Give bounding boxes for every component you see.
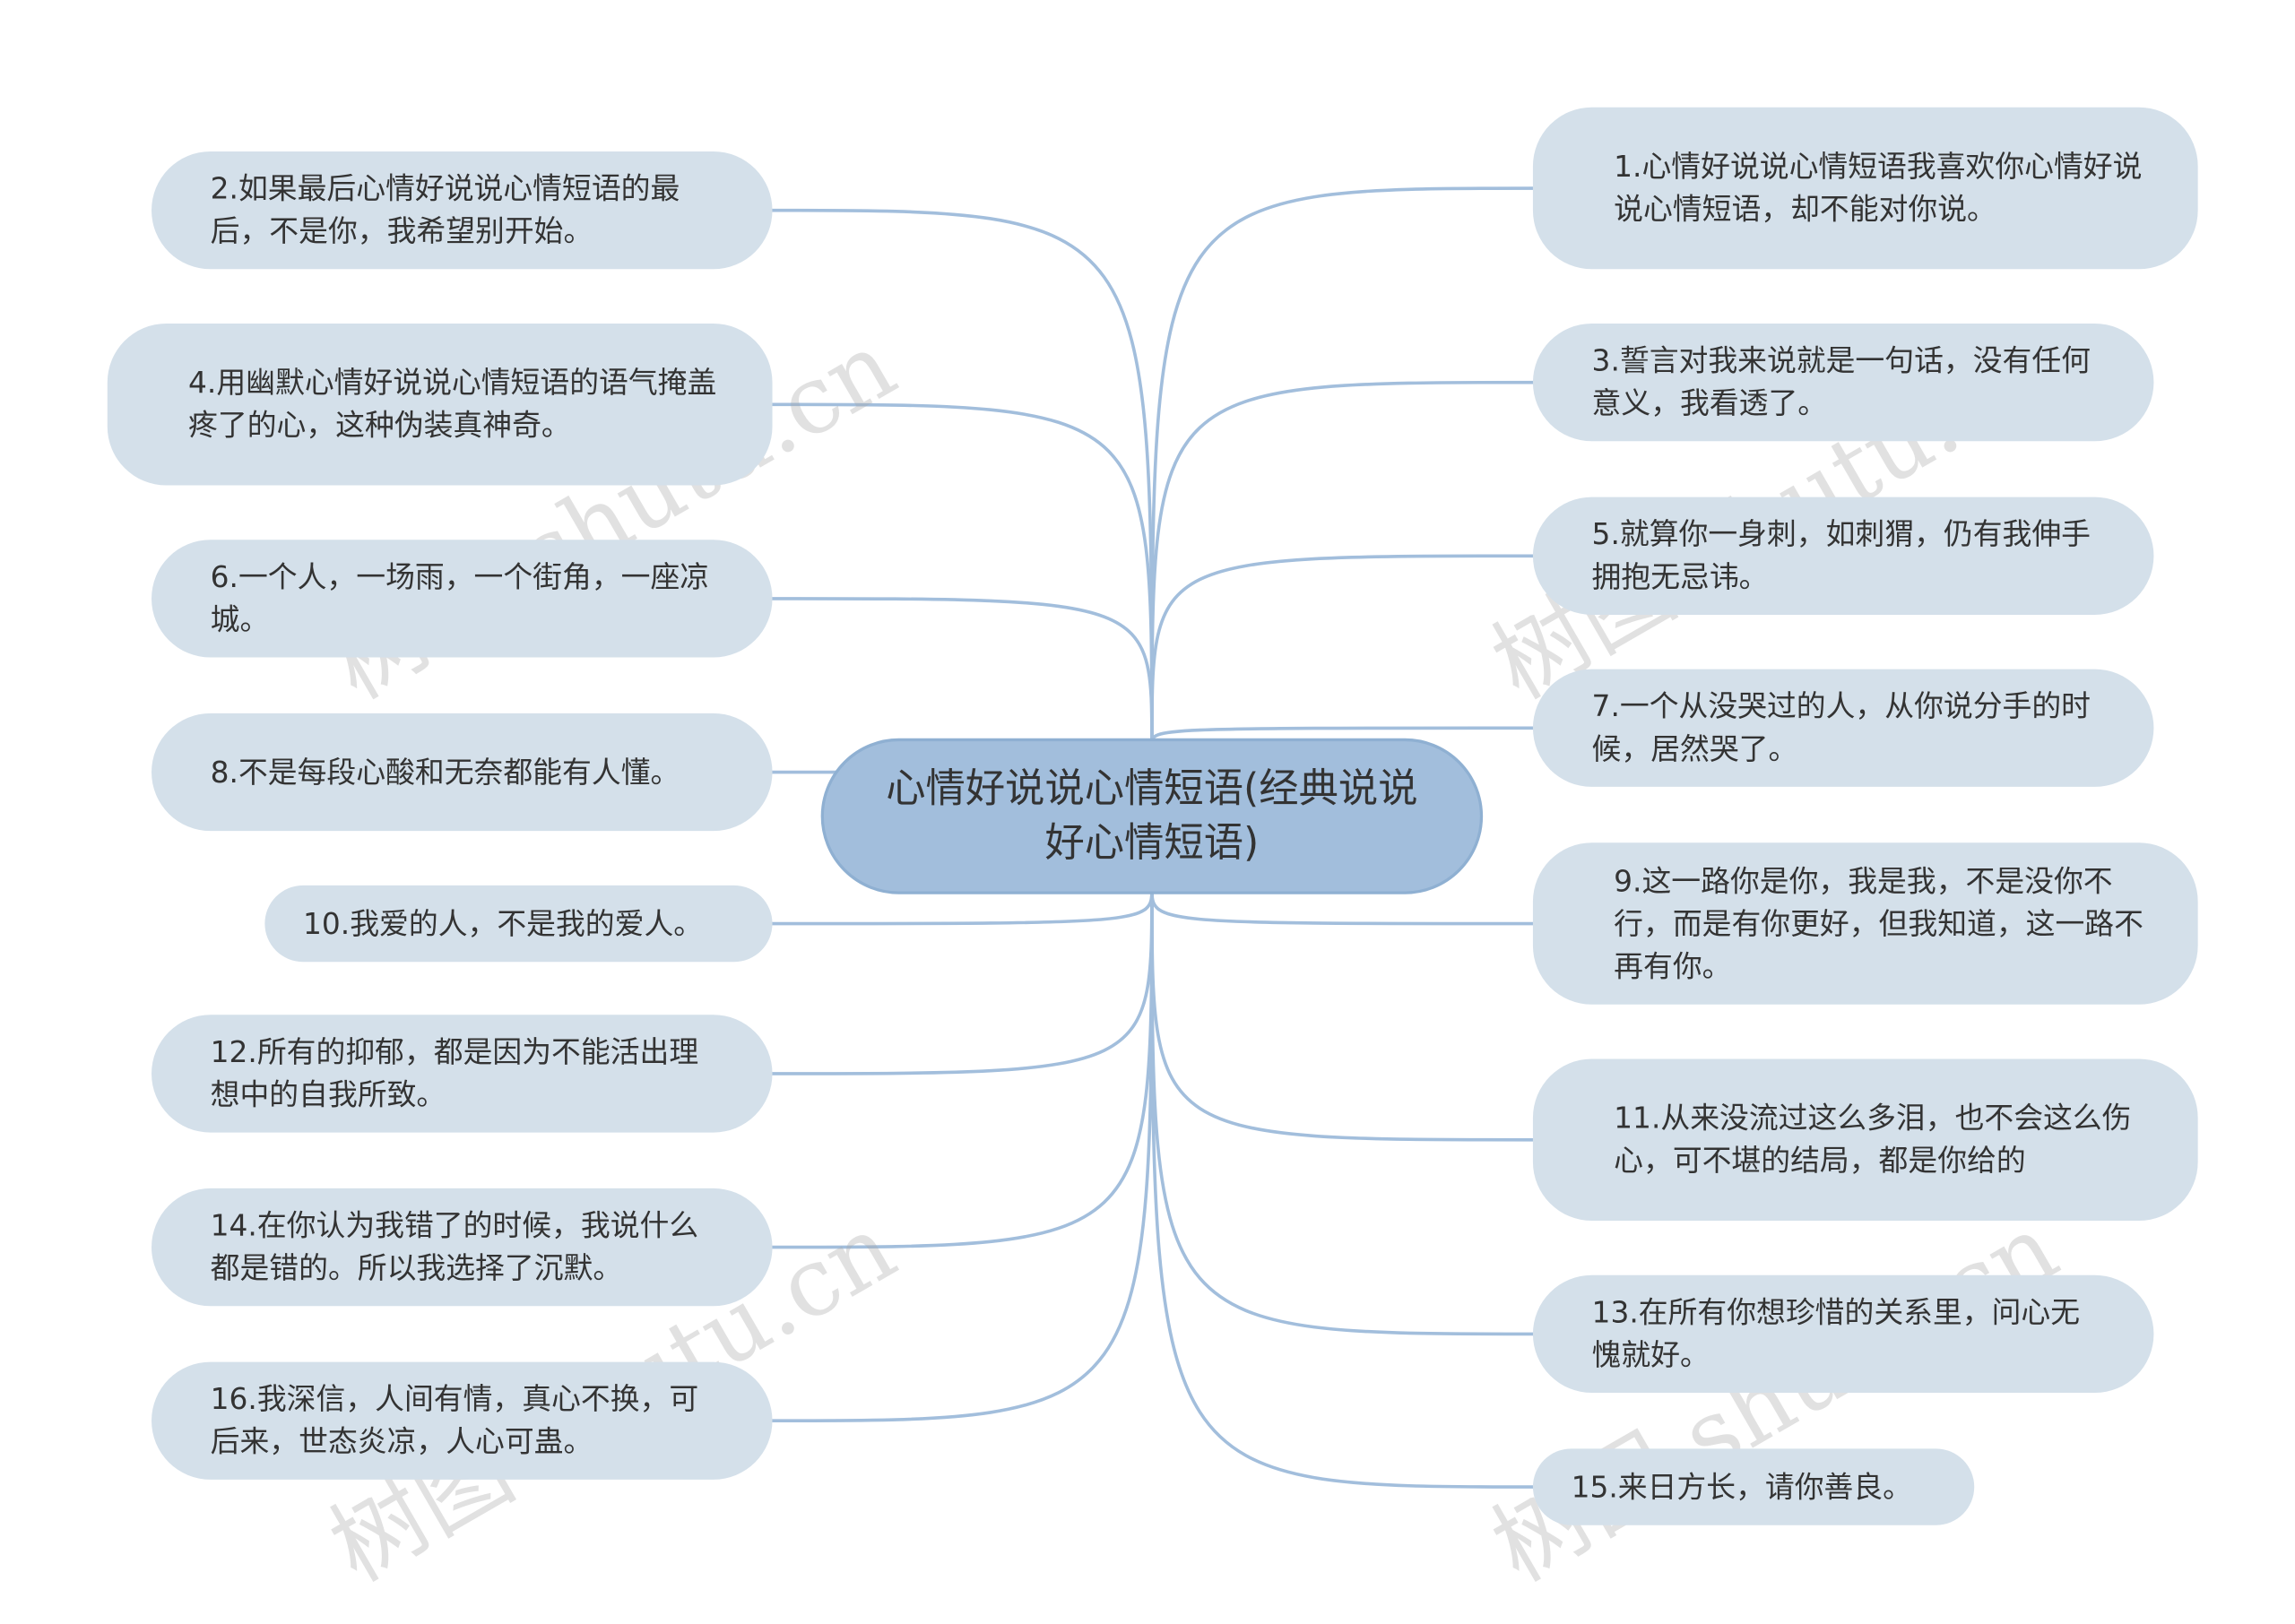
topic-node-left-14[interactable]: 14.在你认为我错了的时候，我说什么都是错的。所以我选择了沉默。 bbox=[152, 1188, 773, 1307]
connector-line bbox=[1150, 380, 1537, 745]
connector-line bbox=[1150, 888, 1537, 1336]
connector-line bbox=[769, 208, 1154, 745]
topic-text: 13.在所有你想珍惜的关系里，问心无愧就好。 bbox=[1591, 1294, 2081, 1373]
topic-node-left-8[interactable]: 8.不是每段心酸和无奈都能有人懂。 bbox=[152, 713, 773, 832]
topic-text: 1.心情好说说心情短语我喜欢你心情好说说心情短语，却不能对你说。 bbox=[1614, 148, 2143, 227]
topic-text: 10.我爱的人，不是我的爱人。 bbox=[303, 905, 704, 941]
connector-line bbox=[769, 402, 1154, 745]
connector-line bbox=[769, 888, 1154, 1249]
root-topic-label: 心情好说说心情短语(经典说说好心情短语) bbox=[886, 765, 1418, 867]
topic-node-right-13[interactable]: 13.在所有你想珍惜的关系里，问心无愧就好。 bbox=[1532, 1274, 2154, 1394]
topic-text: 5.就算你一身刺，如刺猬，仍有我伸手拥抱无忌讳。 bbox=[1591, 515, 2091, 594]
connector-line bbox=[1150, 888, 1537, 1489]
topic-text: 8.不是每段心酸和无奈都能有人懂。 bbox=[210, 754, 680, 790]
topic-text: 16.我深信，人间有情，真心不换，可后来，世态炎凉，人心可蛊。 bbox=[210, 1380, 699, 1459]
connector-line bbox=[769, 888, 1154, 1075]
topic-text: 12.所有的抑郁，都是因为不能活出理想中的自我所致。 bbox=[210, 1033, 699, 1112]
connector-line bbox=[1150, 186, 1537, 745]
connector-line bbox=[1150, 888, 1537, 1142]
topic-node-left-16[interactable]: 16.我深信，人间有情，真心不换，可后来，世态炎凉，人心可蛊。 bbox=[152, 1361, 773, 1480]
topic-text: 2.如果最后心情好说说心情短语的最后，不是你，我希望别开始。 bbox=[210, 170, 680, 249]
topic-node-right-1[interactable]: 1.心情好说说心情短语我喜欢你心情好说说心情短语，却不能对你说。 bbox=[1532, 107, 2198, 270]
topic-node-right-7[interactable]: 7.一个从没哭过的人，从你说分手的时候，居然哭了。 bbox=[1532, 669, 2154, 787]
topic-node-left-2[interactable]: 2.如果最后心情好说说心情短语的最后，不是你，我希望别开始。 bbox=[152, 151, 773, 270]
topic-node-right-5[interactable]: 5.就算你一身刺，如刺猬，仍有我伸手拥抱无忌讳。 bbox=[1532, 497, 2154, 615]
topic-text: 9.这一路你是你，我是我，不是没你不行，而是有你更好，但我知道，这一路不再有你。 bbox=[1614, 862, 2143, 984]
topic-text: 14.在你认为我错了的时候，我说什么都是错的。所以我选择了沉默。 bbox=[210, 1207, 699, 1286]
topic-node-left-12[interactable]: 12.所有的抑郁，都是因为不能活出理想中的自我所致。 bbox=[152, 1015, 773, 1133]
topic-text: 6.一个人，一场雨，一个街角，一座凉城。 bbox=[210, 558, 710, 637]
connector-line bbox=[1150, 554, 1537, 745]
connector-line bbox=[769, 597, 1154, 745]
root-topic[interactable]: 心情好说说心情短语(经典说说好心情短语) bbox=[820, 738, 1484, 894]
topic-text: 15.来日方长，请你善良。 bbox=[1571, 1468, 1912, 1504]
topic-node-left-10[interactable]: 10.我爱的人，不是我的爱人。 bbox=[264, 885, 773, 963]
topic-node-right-11[interactable]: 11.从来没流过这么多泪，也不会这么伤心，可不堪的结局，都是你给的 bbox=[1532, 1058, 2198, 1222]
topic-text: 7.一个从没哭过的人，从你说分手的时候，居然哭了。 bbox=[1591, 687, 2091, 766]
topic-node-left-4[interactable]: 4.用幽默心情好说说心情短语的语气掩盖疼了的心，这种伪装真神奇。 bbox=[107, 324, 773, 486]
topic-text: 11.从来没流过这么多泪，也不会这么伤心，可不堪的结局，都是你给的 bbox=[1614, 1100, 2132, 1179]
topic-node-right-3[interactable]: 3.誓言对我来说就是一句话，没有任何意义，我看透了。 bbox=[1532, 324, 2154, 442]
topic-text: 4.用幽默心情好说说心情短语的语气掩盖疼了的心，这种伪装真神奇。 bbox=[188, 364, 717, 443]
topic-node-right-15[interactable]: 15.来日方长，请你善良。 bbox=[1532, 1448, 1975, 1525]
topic-node-left-6[interactable]: 6.一个人，一场雨，一个街角，一座凉城。 bbox=[152, 540, 773, 658]
topic-node-right-9[interactable]: 9.这一路你是你，我是我，不是没你不行，而是有你更好，但我知道，这一路不再有你。 bbox=[1532, 842, 2198, 1005]
connector-line bbox=[769, 888, 1154, 1423]
topic-text: 3.誓言对我来说就是一句话，没有任何意义，我看透了。 bbox=[1591, 342, 2091, 421]
